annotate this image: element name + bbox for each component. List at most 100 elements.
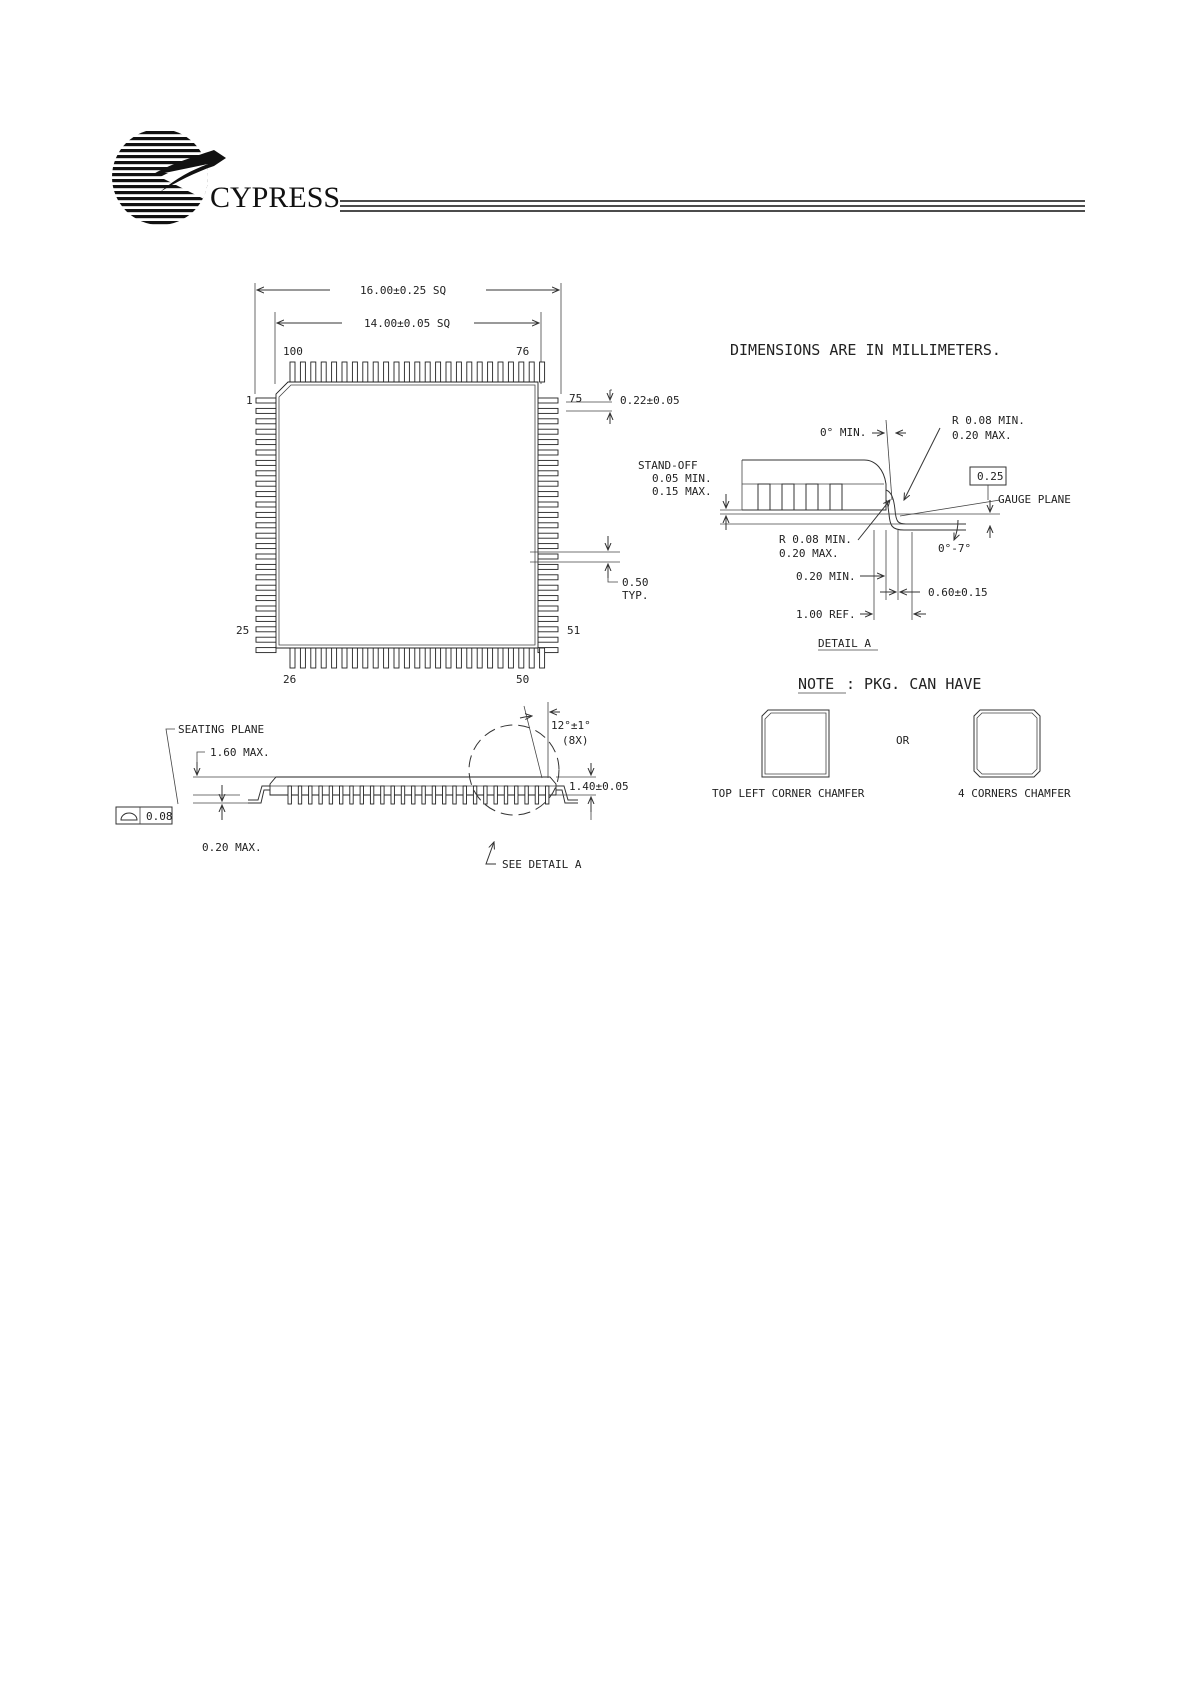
package-note: NOTE : PKG. CAN HAVE OR TOP LEFT CORNER … [712,675,1071,800]
lead-pin [403,647,410,669]
dim-lead-ref: 1.00 REF. [796,608,856,621]
lead-pin [507,647,514,669]
lead-pin [537,532,559,539]
pin-label-51: 51 [567,624,580,637]
dim-radius-bottom-min: R 0.08 MIN. [779,533,852,546]
lead-pin [351,361,358,383]
lead-pin [255,480,277,487]
lead-pin [255,615,277,622]
side-lead [503,785,509,805]
lead-pin [320,361,327,383]
lead-pin [476,647,483,669]
top-left-chamfer-square [761,709,830,778]
side-lead [297,785,303,805]
side-lead [421,785,426,805]
lead-pin [537,553,559,560]
dim-pitch-value: 0.50 [622,576,649,589]
lead-pin [255,563,277,570]
see-detail-label: SEE DETAIL A [502,858,582,871]
cypress-tree-logo-icon [112,131,226,225]
dim-foot-length: 0.60±0.15 [928,586,988,599]
lead-pin [255,428,277,435]
lead-pin [537,522,559,529]
lead-pin [497,647,504,669]
lead-pin [537,511,559,518]
lead-pin [310,361,317,383]
lead-pin [487,361,494,383]
lead-pin [537,428,559,435]
pin-label-76: 76 [516,345,529,358]
lead-pin [255,532,277,539]
dim-lead-angle-count: (8X) [562,734,589,747]
side-lead [545,785,550,805]
lead-pin [255,647,277,654]
dim-radius-bottom-max: 0.20 MAX. [779,547,839,560]
dim-min-angle: 0° MIN. [820,426,866,439]
lead-pin [255,397,277,404]
header-rule [340,200,1085,212]
lead-pin [518,361,525,383]
side-lead [400,785,406,805]
lead-pin [537,439,559,446]
dim-overall-width: 16.00±0.25 SQ [360,284,446,297]
lead-pin [372,361,379,383]
lead-pin [537,647,559,654]
lead-pin [528,361,535,383]
lead-pin [537,615,559,622]
lead-pin [255,491,277,498]
dim-radius-top-min: R 0.08 MIN. [952,414,1025,427]
lead-pin [331,647,338,669]
lead-pin [537,480,559,487]
lead-pin [289,647,296,669]
pin-label-50: 50 [516,673,529,686]
side-lead [462,785,467,805]
lead-pin [255,584,277,591]
lead-pin [537,563,559,570]
lead-pin [537,491,559,498]
lead-pin [289,361,296,383]
lead-pin [476,361,483,383]
lead-pin [424,361,431,383]
lead-pin [341,361,348,383]
lead-pin [414,361,421,383]
dim-body-thickness: 1.40±0.05 [569,780,629,793]
lead-pin [528,647,535,669]
side-lead [359,785,364,805]
dim-standoff-max: 0.20 MAX. [202,841,262,854]
side-lead [339,785,344,805]
lead-pin [351,647,358,669]
note-label: NOTE [798,675,834,693]
lead-pin [537,543,559,550]
lead-pin [518,647,525,669]
pin-label-26: 26 [283,673,296,686]
lead-pin [537,418,559,425]
side-lead [534,785,540,805]
surface-profile-icon [120,812,138,821]
lead-pin [445,647,452,669]
lead-pin [455,361,462,383]
dim-angle-range: 0°-7° [938,542,971,555]
lead-pin [537,470,559,477]
lead-pin [537,574,559,581]
lead-pin [255,574,277,581]
pin-label-100: 100 [283,345,303,358]
lead-pin [255,626,277,633]
lead-pin [424,647,431,669]
standoff-title: STAND-OFF [638,459,698,472]
detail-a-title: DETAIL A [818,637,871,650]
side-lead [287,785,292,805]
side-lead [452,785,457,805]
lead-pin [362,647,369,669]
lead-pin [537,501,559,508]
left-pin-row [255,397,277,654]
lead-pin [255,449,277,456]
pin-label-25: 25 [236,624,249,637]
note-option-2: 4 CORNERS CHAMFER [958,787,1071,800]
side-lead [411,785,416,805]
lead-pin [372,647,379,669]
side-lead [431,785,437,805]
side-lead [308,785,313,805]
lead-pin [320,647,327,669]
dim-standoff-max-detail: 0.15 MAX. [652,485,712,498]
